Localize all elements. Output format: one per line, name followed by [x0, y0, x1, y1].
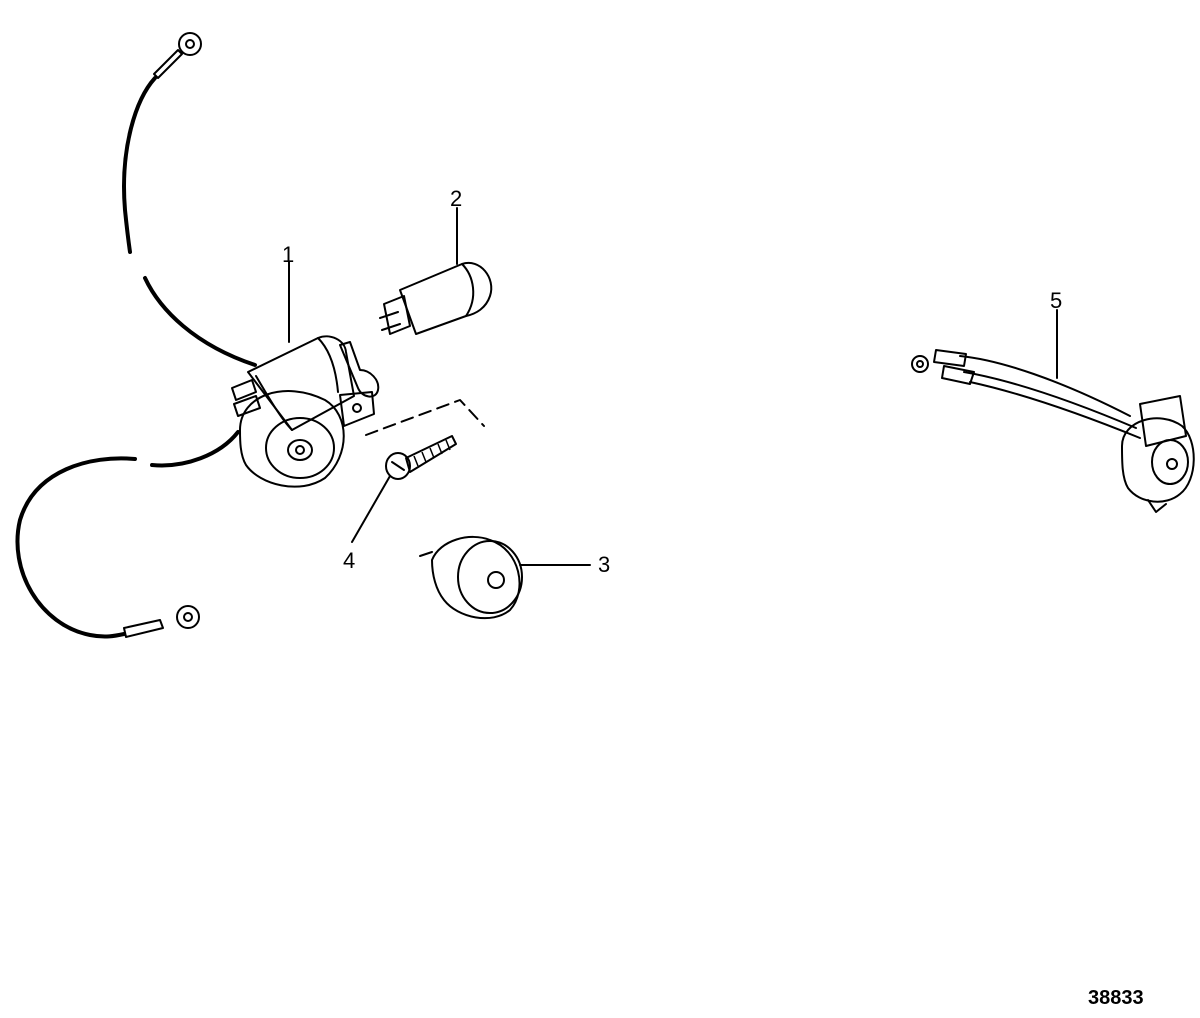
leader-lines: [288, 207, 1058, 566]
switch-body: [231, 335, 380, 488]
part-4-screw: [385, 435, 457, 480]
upper-ground-wire: [122, 32, 257, 367]
part-5-sensor: [911, 349, 1195, 513]
figure-number: 38833: [1088, 987, 1144, 1009]
part-3-knob: [419, 535, 523, 620]
plug-prongs: [231, 379, 261, 417]
callout-5: 5: [1050, 288, 1062, 313]
lower-ground-wire: [15, 430, 240, 639]
part-1-switch-assembly: [15, 32, 485, 639]
sensor-body: [1121, 395, 1195, 513]
alignment-guide: [365, 399, 485, 436]
sensor-leads: [911, 349, 1141, 439]
callout-2: 2: [450, 186, 462, 211]
callout-1: 1: [282, 242, 294, 267]
callout-3: 3: [598, 552, 610, 577]
part-2-connector: [379, 261, 493, 335]
switch-face: [239, 390, 345, 488]
callout-4: 4: [343, 548, 355, 573]
